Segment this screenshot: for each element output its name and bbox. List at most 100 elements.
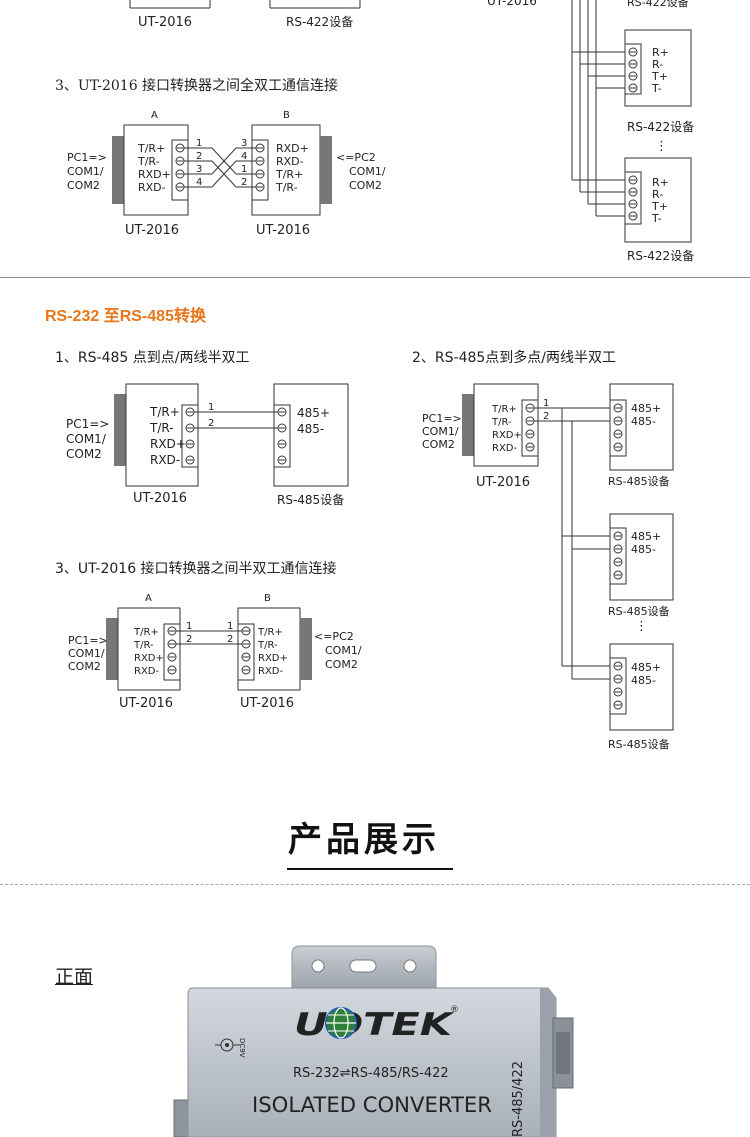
terminal-block [609,657,627,715]
pin-label: 485+ [631,402,661,415]
pc-label: PC1=> [68,634,108,647]
device-name: ISOLATED CONVERTER [252,1093,492,1117]
rs485-section-title: RS-232 至RS-485转换 [45,308,206,325]
body-side-edge [540,988,556,1137]
mounting-slot [349,959,377,973]
device-caption: RS-485设备 [277,493,344,507]
caption: UT-2016 [240,696,294,711]
wire-num: 3 [241,138,247,149]
terminal-screws [613,661,623,710]
mounting-hole [403,959,417,973]
wire-num: 1 [227,621,233,632]
wires [176,630,242,645]
pc-label: COM2 [349,179,382,192]
pin-label: T/R- [137,155,160,168]
pc-label: COM1/ [422,425,459,438]
section3-full-heading: 3、UT-2016 接口转换器之间全双工通信连接 [55,77,338,94]
pin-label: 485- [631,674,656,687]
pin-label: T/R- [275,181,298,194]
pin-label: T/R+ [257,627,283,638]
wire-num: 2 [186,634,192,645]
product-photo: DC9V UOTEK ® RS-232⇌RS-485/RS-422 ISOLAT… [173,945,574,1137]
top-ut-caption-right: UT-2016 [487,0,537,8]
pin-label: RXD+ [134,653,164,664]
caption: UT-2016 [119,696,173,711]
terminal-screws [185,407,195,465]
terminal-block [624,171,642,225]
pin-label: T/R+ [275,168,303,181]
pin-label: R+ [652,46,669,59]
pin-label: RXD- [276,155,304,168]
wire-num: 1 [186,621,192,632]
rs422-bus [571,0,632,217]
product-title: 产品展示 [288,820,440,860]
pin-label: RXD+ [138,168,171,181]
pc-label: COM2 [68,660,101,673]
title-underline [287,868,453,870]
terminal-screws [277,407,287,465]
terminal-screws [255,143,265,192]
pin-label: T/R+ [137,142,165,155]
pc-label: <=PC2 [314,630,354,643]
pin-label: RXD- [150,453,180,467]
label-b: B [264,593,271,604]
mounting-hole [311,959,325,973]
pc-label: COM1/ [66,432,107,446]
caption: UT-2016 [476,475,530,490]
pin-label: T+ [651,70,668,83]
wire-num: 2 [196,151,202,162]
terminal-screws [628,47,638,93]
dc-label: DC9V [238,1038,246,1058]
pin-label: T/R+ [491,404,517,415]
pin-label: T/R- [133,640,154,651]
db9-shell [556,1032,570,1074]
d1-heading: 1、RS-485 点到点/两线半双工 [55,350,249,366]
wire-num: 2 [208,418,214,429]
pin-label: 485- [631,543,656,556]
label-a: A [145,593,152,604]
pin-label: RXD- [138,181,166,194]
terminal-block [163,623,181,681]
brand-text: UOTEK [294,1007,455,1043]
terminal-screws [628,175,638,221]
d2-heading: 2、RS-485点到多点/两线半双工 [412,349,616,366]
uotek-logo: UOTEK ® [294,1005,459,1043]
pin-label: R- [652,188,663,201]
protocol-text: RS-232⇌RS-485/RS-422 [293,1066,449,1081]
d3-heading: 3、UT-2016 接口转换器之间半双工通信连接 [55,560,337,577]
terminal-block [237,623,255,681]
rs422-device-caption: RS-422设备 [627,120,694,134]
terminal-block [609,527,627,585]
wire-num: 2 [241,177,247,188]
terminal-block [273,404,291,468]
pin-label: T- [651,82,662,95]
pc-label: <=PC2 [336,151,376,164]
pc-label: COM2 [422,438,455,451]
top-rs422-caption: RS-422设备 [286,15,353,29]
wires [194,411,278,429]
terminal-block [181,404,199,468]
pc-label: COM1/ [67,165,104,178]
pin-label: 485+ [631,530,661,543]
wire-num: 1 [208,402,214,413]
top-rs422-caption-right: RS-422设备 [627,0,689,9]
wire-num: 1 [241,164,247,175]
pin-label: R+ [652,176,669,189]
wire-num: 2 [543,411,549,422]
pin-label: RXD+ [492,430,522,441]
db9-connector [112,136,124,204]
terminal-screws [613,403,623,452]
pin-label: T- [651,212,662,225]
db9-connector [320,136,332,204]
terminal-block [521,399,539,457]
pin-label: 485+ [631,661,661,674]
pc-label: PC1=> [67,151,107,164]
caption: UT-2016 [133,491,187,506]
device-caption: RS-485设备 [608,604,670,618]
bus-wires [534,407,614,680]
top-ut-caption: UT-2016 [138,15,192,30]
pin-label: 485+ [297,406,330,420]
pin-label: 485- [297,422,324,436]
wire-num: 4 [241,151,247,162]
label-b: B [283,110,290,121]
